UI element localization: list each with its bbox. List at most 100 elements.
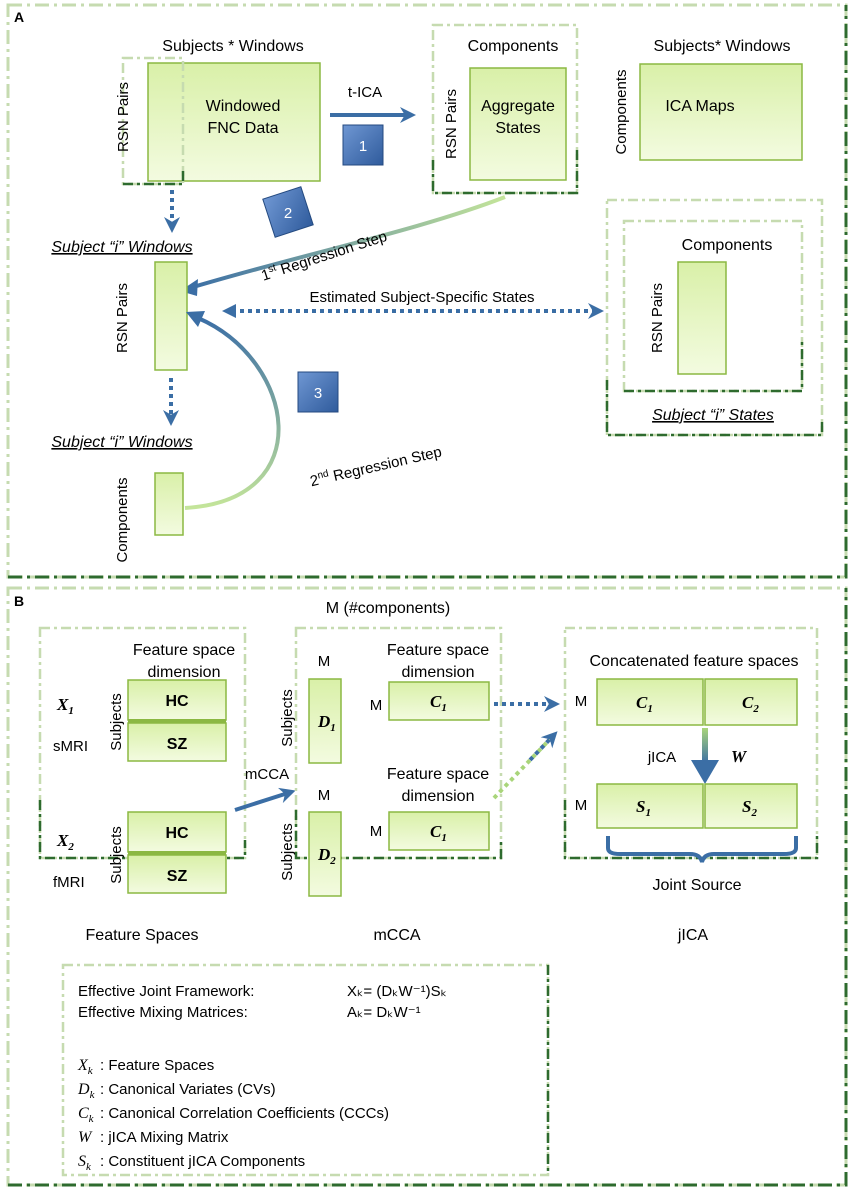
legend-symbol: Sk	[78, 1153, 92, 1173]
mcca-frame-dark	[294, 810, 503, 860]
ica-maps-box	[639, 63, 803, 161]
fs-dim-2a: Feature space	[387, 642, 489, 659]
jica-arrow-shaft	[702, 728, 708, 764]
subject-states-box	[677, 261, 727, 375]
fs-dim-2b: dimension	[402, 664, 475, 681]
feature-spaces-caption: Feature Spaces	[86, 927, 199, 944]
rsn-pairs-label-3: RSN Pairs	[114, 283, 131, 353]
s2-box	[704, 783, 798, 829]
mcca-arrow	[234, 787, 296, 812]
components-inner-label: Components	[682, 237, 773, 254]
sz-box-2	[127, 854, 227, 894]
legend-description: : Canonical Correlation Coefficients (CC…	[100, 1105, 389, 1122]
legend-description: : Constituent jICA Components	[100, 1153, 305, 1170]
panel-a-frame-dark	[8, 5, 848, 579]
legend-symbol: Ck	[78, 1105, 95, 1125]
fs-dim-3b: dimension	[402, 788, 475, 805]
subjects-windows-header-2: Subjects* Windows	[654, 38, 791, 55]
windowed-fnc-box	[147, 62, 321, 182]
jica-caption: jICA	[677, 927, 709, 944]
jica-arrow-head	[691, 760, 719, 784]
framework-equation: Xₖ= (DₖW⁻¹)Sₖ	[347, 983, 447, 1000]
panel-a-label: A	[14, 9, 24, 25]
components-bottom-label: Components	[114, 477, 131, 562]
windowed-fnc-dash-frame-dark	[123, 168, 185, 186]
ica-maps-label: ICA Maps	[665, 98, 734, 115]
regression-2-arc	[184, 316, 281, 510]
jica-arrow-label: jICA	[647, 749, 676, 766]
framework-label: Effective Joint Framework:	[78, 983, 254, 1000]
subjects-label-2: Subjects	[108, 826, 125, 884]
fs-dim-3a: Feature space	[387, 766, 489, 783]
subjects-label-1: Subjects	[108, 693, 125, 751]
legend-symbol: W	[78, 1129, 93, 1146]
aggregate-dash-frame-dark	[431, 150, 579, 195]
legend-description: : Canonical Variates (CVs)	[100, 1081, 276, 1098]
hc-label-2: HC	[165, 825, 189, 842]
legend-description: : jICA Mixing Matrix	[100, 1129, 229, 1146]
states-inner-frame-dark	[624, 340, 804, 393]
aggregate-label-2: States	[495, 120, 540, 137]
c2-concat-box	[704, 678, 798, 726]
sz-label-1: SZ	[167, 736, 188, 753]
x1-label: X1	[56, 695, 74, 717]
regression-2-label: 2nd Regression Step	[308, 442, 443, 490]
components-side-label: Components	[613, 69, 630, 154]
m-label-d1: M	[318, 653, 331, 670]
jica-frame	[563, 626, 819, 860]
dotted-arrow-c1-bottom-head	[528, 731, 558, 762]
legend-symbol: Xk	[77, 1057, 94, 1077]
legend-symbol: Dk	[77, 1081, 96, 1101]
m-label-d2: M	[318, 787, 331, 804]
components-bottom-box	[154, 472, 184, 536]
d1-box	[308, 678, 342, 764]
aggregate-states-box	[469, 67, 567, 181]
fs-dim-1b: dimension	[148, 664, 221, 681]
legend-description: : Feature Spaces	[100, 1057, 214, 1074]
m-label-c1-top: M	[370, 697, 383, 714]
concatenated-label: Concatenated feature spaces	[589, 653, 798, 670]
sz-box-1	[127, 722, 227, 762]
w-label: W	[731, 747, 748, 766]
smri-label: sMRI	[53, 738, 88, 755]
joint-source-label: Joint Source	[653, 877, 742, 894]
step-3-box	[297, 371, 339, 413]
estimated-states-label: Estimated Subject-Specific States	[309, 289, 534, 306]
c1-label-top: C1	[430, 692, 447, 714]
states-outer-frame	[605, 198, 824, 437]
panel-b-frame-dark	[8, 588, 848, 1187]
subjects-label-3: Subjects	[279, 689, 296, 747]
d1-label: D1	[317, 712, 336, 734]
step-1-box	[342, 124, 384, 166]
c2-concat-label: C2	[742, 693, 759, 715]
c1-box-bottom	[388, 811, 490, 851]
c1-box-top	[388, 681, 490, 721]
subject-i-windows-label-2: Subject “i” Windows	[51, 434, 192, 451]
subject-i-windows-label-1: Subject “i” Windows	[51, 239, 192, 256]
sz-label-2: SZ	[167, 868, 188, 885]
subject-i-states-label: Subject “i” States	[652, 407, 774, 424]
jica-frame-dark	[563, 800, 819, 860]
step-3-label: 3	[314, 385, 322, 402]
d2-box	[308, 811, 342, 897]
d2-label: D2	[317, 845, 336, 867]
m-label-source: M	[575, 797, 588, 814]
components-header: Components	[468, 38, 559, 55]
estimated-states-arrow-tail	[222, 304, 236, 318]
s2-label: S2	[742, 797, 757, 819]
m-label-concat: M	[575, 693, 588, 710]
mcca-arrow-label: mCCA	[245, 766, 289, 783]
windowed-fnc-label-1: Windowed	[206, 98, 281, 115]
rsn-pairs-label-1: RSN Pairs	[115, 82, 132, 152]
m-components-label: M (#components)	[326, 600, 451, 617]
mcca-caption: mCCA	[373, 927, 420, 944]
c1-concat-label: C1	[636, 693, 653, 715]
fmri-label: fMRI	[53, 874, 85, 891]
joint-source-brace	[606, 836, 798, 863]
dotted-arrow-c1-bottom	[492, 735, 554, 800]
hc-box-1	[127, 679, 227, 721]
m-label-c1-bottom: M	[370, 823, 383, 840]
c1-label-bottom: C1	[430, 822, 447, 844]
c1-concat-box	[596, 678, 704, 726]
